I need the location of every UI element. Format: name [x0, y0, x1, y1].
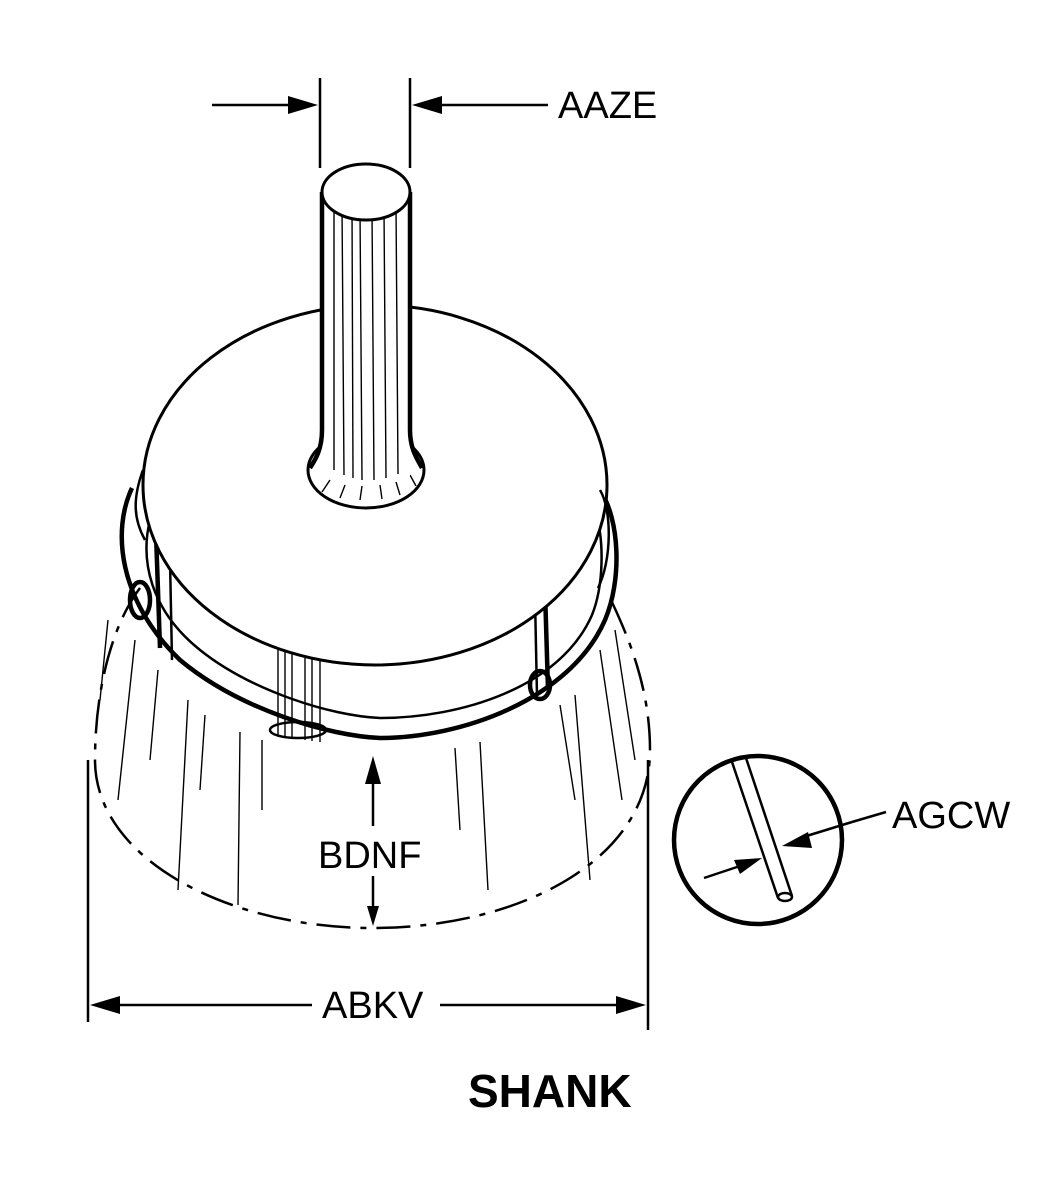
label-bdnf: BDNF — [318, 835, 421, 877]
label-aaze: AAZE — [558, 85, 657, 127]
shank-rod — [306, 162, 426, 510]
diagram-caption: SHANK — [468, 1065, 632, 1117]
label-agcw: AGCW — [892, 795, 1010, 837]
bristle-skirt — [93, 587, 652, 930]
label-abkv: ABKV — [322, 985, 424, 1027]
wire-detail-icon — [671, 753, 887, 927]
dimension-bdnf — [365, 756, 381, 926]
dimension-aaze — [212, 78, 548, 168]
dimension-abkv — [86, 760, 650, 1030]
